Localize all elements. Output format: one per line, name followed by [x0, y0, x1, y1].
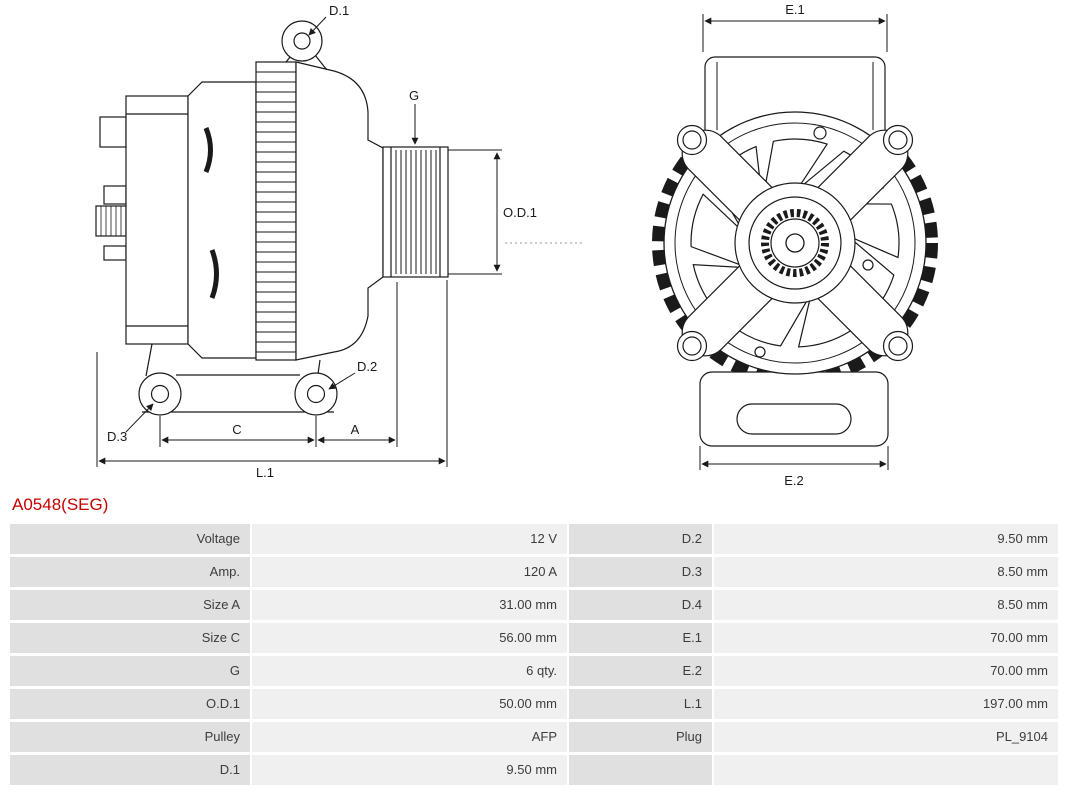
- side-labels: D.1 G O.D.1 D.2 D.3 C A L.1: [107, 3, 537, 480]
- spec-label: Pulley: [10, 722, 250, 752]
- dim-label-l1: L.1: [256, 465, 274, 480]
- side-mid-housing: [187, 81, 257, 359]
- spec-label: D.1: [10, 755, 250, 785]
- front-outer-teeth: [652, 100, 938, 386]
- front-hub: [734, 182, 856, 304]
- front-dimensions: [699, 14, 889, 470]
- spec-value: 56.00 mm: [252, 623, 567, 653]
- spec-label: Voltage: [10, 524, 250, 554]
- spec-label: E.2: [569, 656, 712, 686]
- dim-label-e1: E.1: [785, 2, 805, 17]
- spec-value: PL_9104: [714, 722, 1058, 752]
- spec-value: 70.00 mm: [714, 623, 1058, 653]
- spec-value: 50.00 mm: [252, 689, 567, 719]
- spec-value: 8.50 mm: [714, 590, 1058, 620]
- side-rear-housing: [95, 95, 189, 345]
- side-top-ear: [271, 20, 339, 85]
- spec-value: 197.00 mm: [714, 689, 1058, 719]
- spec-value: 31.00 mm: [252, 590, 567, 620]
- dim-label-od1: O.D.1: [503, 205, 537, 220]
- spec-table: Voltage 12 V D.2 9.50 mm Amp. 120 A D.3 …: [10, 524, 1068, 785]
- side-pulley: [382, 146, 449, 278]
- dim-label-c: C: [232, 422, 241, 437]
- part-number: A0548(SEG): [12, 495, 109, 514]
- side-stator-fins: [255, 61, 297, 361]
- side-dimensions: [96, 16, 583, 467]
- front-labels: E.1 E.2: [784, 2, 805, 488]
- spec-label: G: [10, 656, 250, 686]
- technical-drawing: D.1 G O.D.1 D.2 D.3 C A L.1: [95, 2, 938, 488]
- dim-label-d1: D.1: [329, 3, 349, 18]
- spec-label: O.D.1: [10, 689, 250, 719]
- dim-label-e2: E.2: [784, 473, 804, 488]
- front-bolt-holes: [754, 126, 874, 358]
- spec-value: 9.50 mm: [252, 755, 567, 785]
- spec-value: 70.00 mm: [714, 656, 1058, 686]
- spec-label: [569, 755, 712, 785]
- spec-label: D.2: [569, 524, 712, 554]
- spec-value: 9.50 mm: [714, 524, 1058, 554]
- side-front-housing: [295, 61, 384, 361]
- spec-value: 8.50 mm: [714, 557, 1058, 587]
- spec-value: [714, 755, 1058, 785]
- spec-label: L.1: [569, 689, 712, 719]
- spec-label: D.3: [569, 557, 712, 587]
- spec-label: Size C: [10, 623, 250, 653]
- spec-label: Size A: [10, 590, 250, 620]
- dim-label-a: A: [351, 422, 360, 437]
- spec-value: AFP: [252, 722, 567, 752]
- spec-value: 120 A: [252, 557, 567, 587]
- spec-label: D.4: [569, 590, 712, 620]
- spec-label: Plug: [569, 722, 712, 752]
- dim-label-g: G: [409, 88, 419, 103]
- side-mounting-lugs: [138, 343, 338, 416]
- spec-label: Amp.: [10, 557, 250, 587]
- side-view-drawing: D.1 G O.D.1 D.2 D.3 C A L.1: [95, 3, 583, 480]
- front-view-drawing: E.1 E.2: [652, 2, 938, 488]
- spec-value: 6 qty.: [252, 656, 567, 686]
- dim-label-d3: D.3: [107, 429, 127, 444]
- front-bottom-bracket: [699, 371, 889, 447]
- spec-value: 12 V: [252, 524, 567, 554]
- spec-label: E.1: [569, 623, 712, 653]
- dim-label-d2: D.2: [357, 359, 377, 374]
